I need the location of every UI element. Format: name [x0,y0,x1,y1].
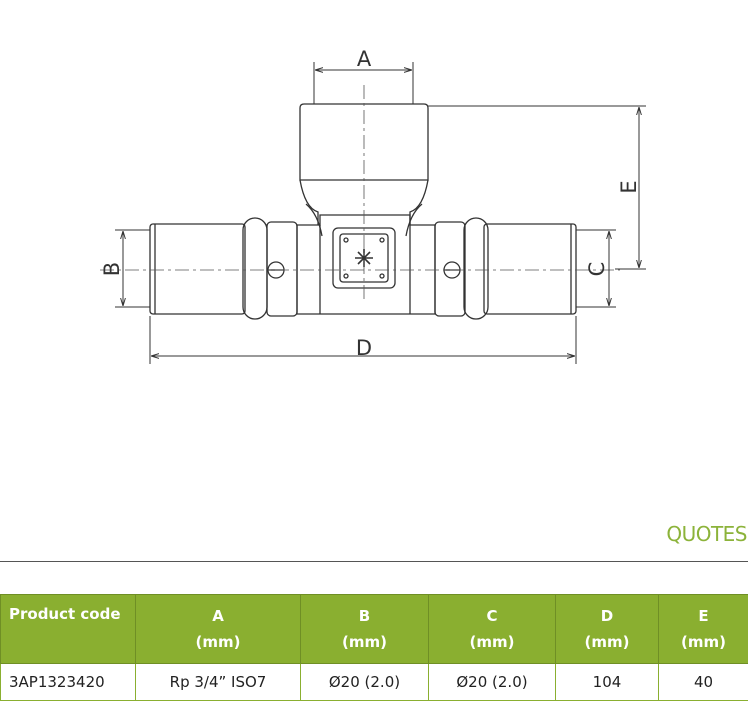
header-label: A [212,607,224,625]
centerlines [100,85,620,300]
header-label: E [698,607,708,625]
header-unit: (mm) [681,633,726,651]
header-unit: (mm) [585,633,630,651]
tee-fitting-drawing: A B C D E [0,0,748,400]
section-divider [0,561,748,562]
header-d: D (mm) [556,595,659,664]
header-e: E (mm) [659,595,748,664]
header-a: A (mm) [136,595,301,664]
table-header-row: Product code A (mm) B (mm) C (mm) D (mm) E (m… [1,595,748,664]
tee-fitting-body [150,104,576,319]
header-label: D [601,607,613,625]
header-label: C [486,607,497,625]
header-unit: (mm) [196,633,241,651]
dim-label-a: A [357,47,372,71]
dim-label-c: C [585,262,609,277]
header-unit: (mm) [342,633,387,651]
dimension-letters: A B C D E [100,47,641,360]
header-c: C (mm) [429,595,556,664]
dimension-lines [115,62,646,364]
section-title-quotes: QUOTES [666,522,747,546]
dim-label-d: D [356,336,372,360]
dimensions-table: Product code A (mm) B (mm) C (mm) D (mm) E (m… [0,594,748,701]
header-product-code: Product code [1,595,136,664]
dim-label-b: B [100,262,124,276]
dim-label-e: E [617,180,641,193]
header-label: Product code [9,605,121,623]
header-unit: (mm) [470,633,515,651]
header-b: B (mm) [301,595,429,664]
header-label: B [359,607,370,625]
